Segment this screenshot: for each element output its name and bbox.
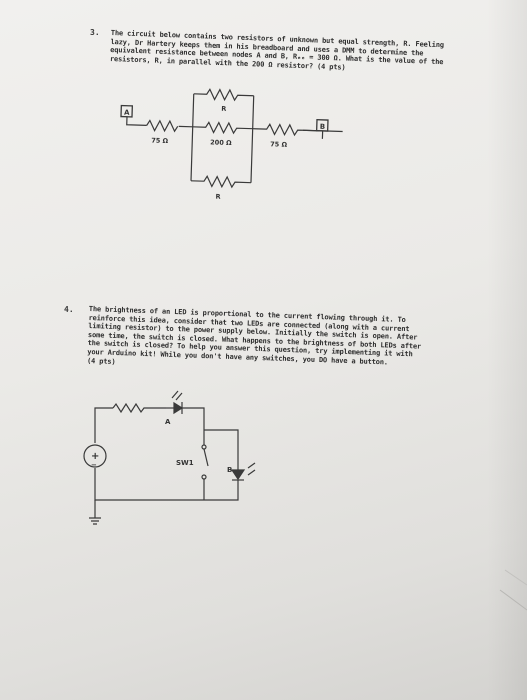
r-left-label: 75 Ω [151, 137, 169, 146]
source-plus-label: + [91, 451, 99, 462]
resistor-middle [192, 121, 253, 135]
source-minus-label: − [91, 461, 97, 469]
led-b-body [230, 469, 246, 481]
page-shadow [487, 0, 527, 700]
node-a-label: A [124, 109, 130, 117]
node-b-label: B [320, 123, 326, 131]
ground-symbol [89, 500, 101, 525]
wire [204, 429, 239, 470]
r-top-label: R [221, 105, 226, 113]
wire [190, 93, 195, 181]
wire [182, 407, 205, 445]
led-b-light-arrows [247, 462, 256, 476]
led-b-label: B [227, 466, 232, 474]
r-bottom-label: R [215, 193, 220, 201]
wire [94, 468, 239, 501]
wire [94, 407, 113, 443]
r-middle-label: 200 Ω [210, 138, 232, 147]
question-4-number: 4. [64, 305, 74, 314]
question-3-number: 3. [90, 28, 100, 37]
voltage-source [83, 444, 107, 468]
switch-lever [203, 448, 209, 467]
led-a-light-arrows [171, 390, 183, 401]
resistor-left [146, 119, 179, 133]
switch-label: SW1 [176, 459, 194, 467]
r-right-label: 75 Ω [270, 140, 288, 149]
node-b-box [315, 119, 329, 132]
led-a-label: A [165, 418, 171, 426]
wire [126, 116, 147, 126]
led-a-body [173, 401, 184, 415]
resistor-top [193, 88, 254, 102]
current-limit-resistor [112, 402, 166, 414]
wire [250, 95, 255, 183]
resistor-bottom [190, 175, 252, 189]
resistor-right [252, 122, 303, 137]
